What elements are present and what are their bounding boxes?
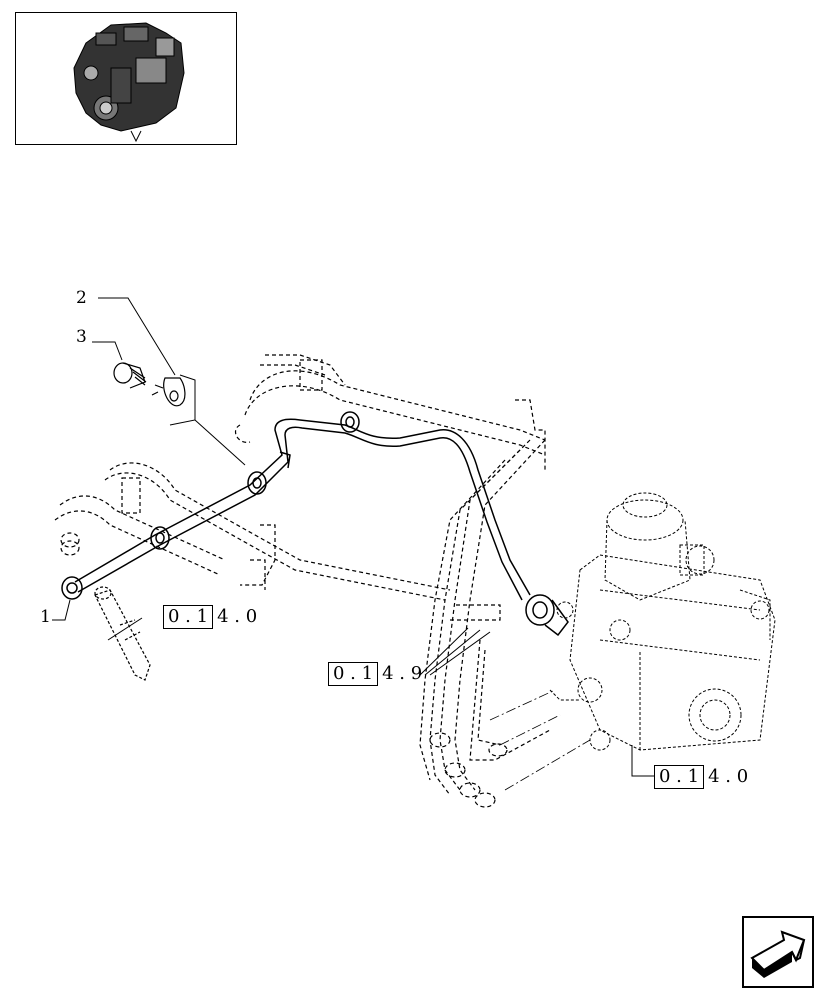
callout-1: 1: [40, 607, 51, 627]
ref-pipes-link[interactable]: 0 . 1 4 . 9: [328, 662, 422, 686]
callout-2: 2: [76, 288, 87, 308]
ref-injector-link[interactable]: 0 . 1 4 . 0: [163, 605, 257, 629]
ref-pipes-tail: 4 . 9: [382, 663, 423, 684]
context-pipes: [54, 354, 551, 808]
ref-pump-link[interactable]: 0 . 1 4 . 0: [654, 765, 748, 789]
leak-off-pipe: [61, 411, 569, 637]
injection-pump: [549, 492, 776, 751]
engine-thumbnail: [15, 12, 237, 145]
banjo-bolt: [113, 362, 147, 389]
ref-pipes-boxed: 0 . 1: [328, 662, 379, 686]
callout-3: 3: [76, 327, 87, 347]
ref-injector-boxed: 0 . 1: [163, 605, 214, 629]
sealing-washer: [151, 377, 186, 407]
injector: [94, 586, 151, 681]
alignment-lines: [489, 689, 591, 791]
ref-pump-tail: 4 . 0: [708, 766, 749, 787]
ref-pump-boxed: 0 . 1: [654, 765, 705, 789]
next-page-button[interactable]: [742, 916, 814, 988]
leader-lines: [52, 297, 655, 777]
next-page-arrow-icon: [750, 930, 806, 978]
engine-thumbnail-icon: [73, 22, 185, 143]
ref-injector-tail: 4 . 0: [217, 606, 258, 627]
